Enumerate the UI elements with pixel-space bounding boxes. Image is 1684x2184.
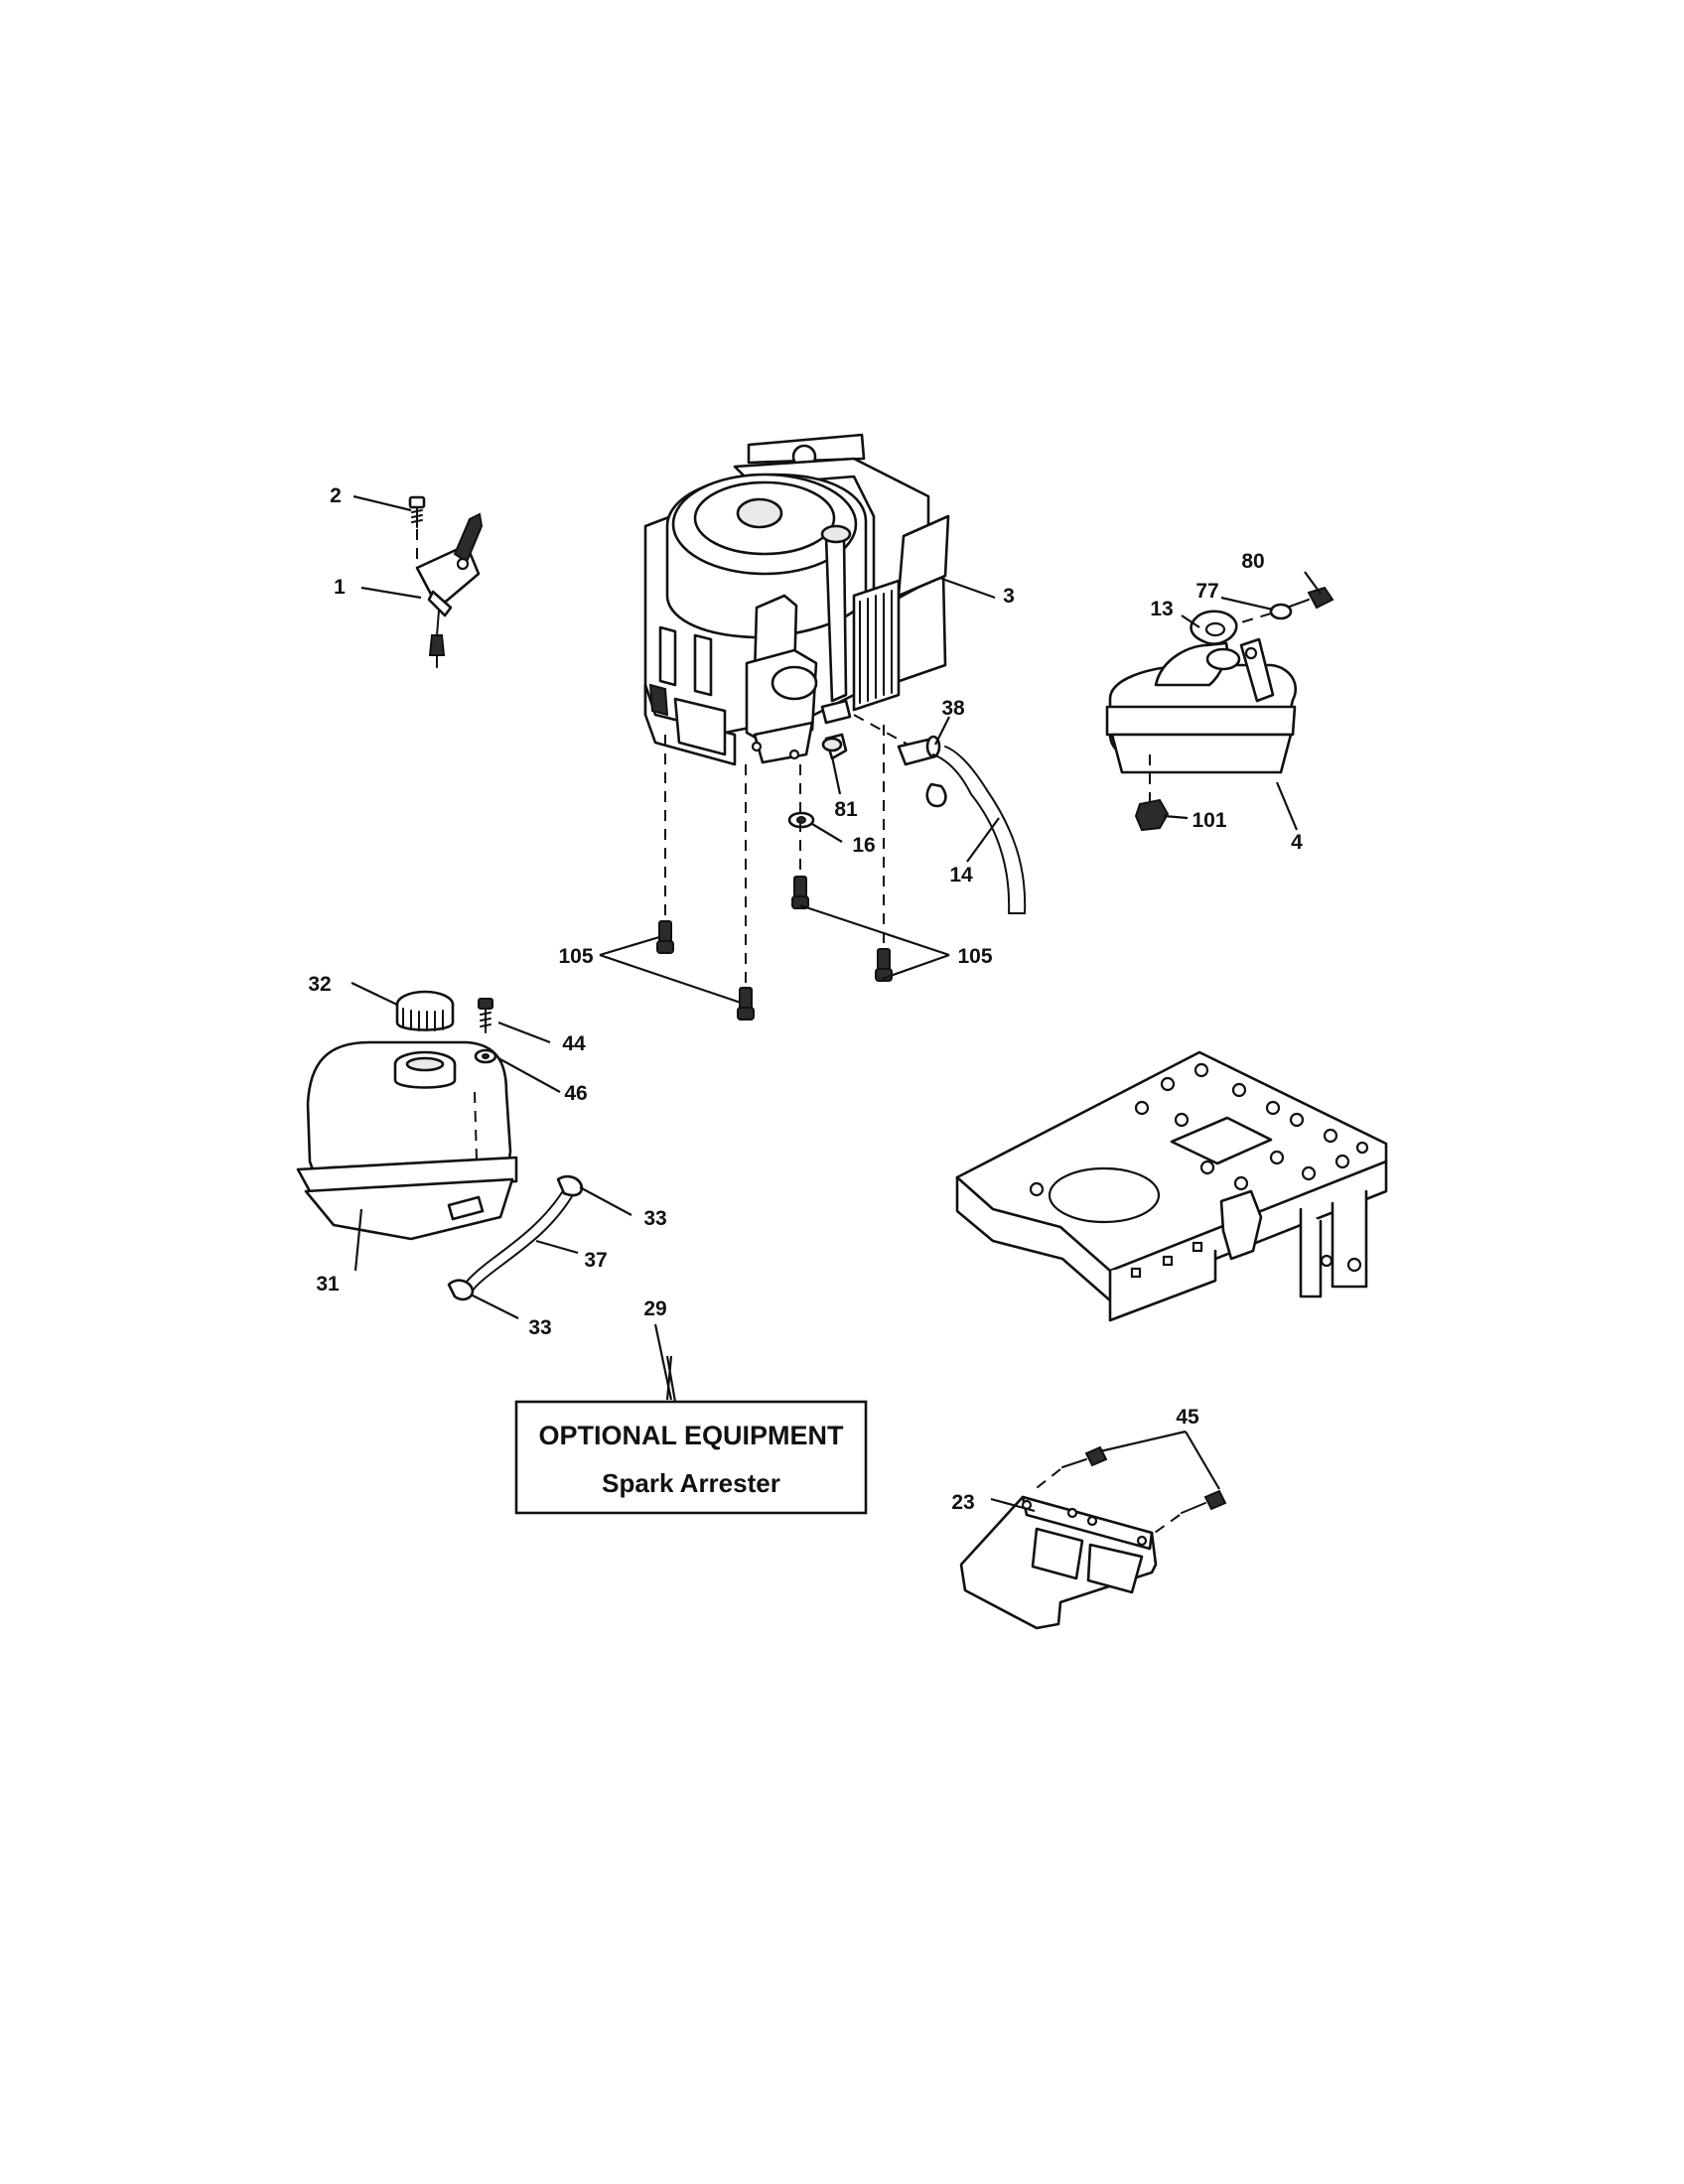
engine-part — [643, 433, 950, 766]
optional-equipment-subtitle: Spark Arrester — [602, 1468, 780, 1498]
optional-equipment-title: OPTIONAL EQUIPMENT — [538, 1421, 844, 1450]
fasteners-engine-part — [656, 714, 912, 1021]
callout-29: 29 — [643, 1297, 666, 1320]
callout-2: 2 — [330, 484, 342, 507]
callout-81: 81 — [834, 798, 858, 821]
callout-77: 77 — [1195, 580, 1218, 603]
fuel-line-part — [897, 735, 1027, 914]
callout-45: 45 — [1176, 1406, 1199, 1429]
callout-46: 46 — [564, 1082, 587, 1105]
callout-3: 3 — [1003, 585, 1015, 608]
callout-14: 14 — [949, 864, 973, 887]
callout-37: 37 — [584, 1249, 607, 1272]
fuel-line-37-part — [447, 1174, 584, 1301]
callout-23: 23 — [951, 1491, 974, 1514]
callout-13: 13 — [1150, 598, 1173, 620]
leader-lines — [351, 494, 1322, 1513]
callout-33-upper: 33 — [643, 1207, 666, 1230]
callout-1: 1 — [334, 576, 346, 599]
callout-38: 38 — [941, 697, 965, 720]
muffler-part — [1105, 586, 1334, 832]
heat-shield-part — [959, 1445, 1227, 1630]
callout-105-left: 105 — [558, 945, 593, 968]
callout-80: 80 — [1241, 550, 1264, 573]
callout-labels: 1 2 3 4 13 14 16 23 29 31 32 33 33 37 38… — [308, 484, 1303, 1514]
callout-4: 4 — [1291, 831, 1303, 854]
callout-44: 44 — [562, 1032, 586, 1055]
engine-mount-plate-part — [955, 1050, 1388, 1322]
callout-101: 101 — [1192, 809, 1226, 832]
callout-32: 32 — [308, 973, 331, 996]
callout-105-right: 105 — [957, 945, 992, 968]
throttle-control-part — [408, 495, 484, 668]
callout-33-lower: 33 — [528, 1316, 551, 1339]
fuel-tank-part — [296, 990, 518, 1241]
callout-31: 31 — [316, 1273, 340, 1296]
optional-equipment-box: OPTIONAL EQUIPMENT Spark Arrester — [514, 1323, 868, 1515]
callout-16: 16 — [852, 834, 875, 857]
